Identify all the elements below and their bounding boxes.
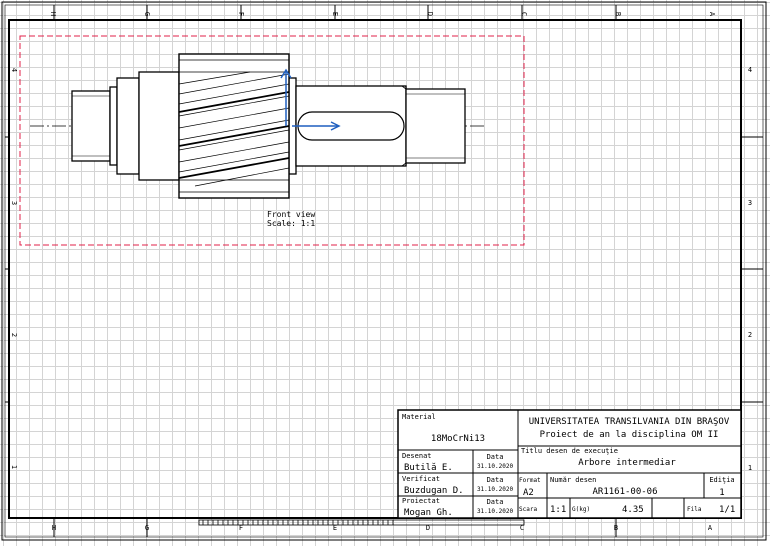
drawing-title: Arbore intermediar (578, 458, 676, 468)
designed-label: Proiectat (402, 497, 440, 505)
sheet-value: 1/1 (719, 505, 735, 515)
designed-by: Mogan Gh. (404, 508, 453, 518)
title-block[interactable]: Material 18MoCrNi13 UNIVERSITATEA TRANSI… (397, 409, 742, 519)
zone-letter-top: G (143, 12, 151, 16)
zone-letter-bottom: H (52, 524, 56, 532)
drawing-number-label: Număr desen (550, 476, 596, 484)
zone-letter-top: H (49, 12, 57, 16)
edition-label: Ediţia (709, 476, 734, 484)
drawn-date-label: Data (487, 453, 504, 461)
zone-letter-top: E (331, 12, 339, 16)
section-marker[interactable] (280, 68, 341, 131)
zone-number-left: 1 (10, 465, 18, 469)
edition-value: 1 (719, 488, 724, 498)
drawing-title-label: Titlu desen de execuţie (521, 447, 618, 455)
zone-letter-bottom: C (520, 524, 524, 532)
zone-strips (5, 5, 763, 537)
zone-number-left: 2 (10, 333, 18, 337)
zone-number-right: 3 (748, 199, 752, 207)
zone-labels-bottom: H G F E D C B A (52, 524, 713, 532)
bottom-ruler (198, 519, 525, 526)
zone-letter-top: D (426, 12, 434, 16)
material-label: Material (402, 413, 436, 421)
zone-letter-bottom: E (333, 524, 337, 532)
zone-numbers-right: 4 3 2 1 (748, 66, 752, 472)
zone-numbers-left: 4 3 2 1 (10, 68, 18, 469)
format-value: A2 (523, 488, 534, 498)
gear-teeth (178, 53, 290, 199)
format-label: Format (519, 477, 541, 484)
shaft-front-view[interactable] (30, 53, 486, 199)
zone-letter-top: A (708, 12, 716, 17)
scale-label: Scara (519, 506, 537, 513)
drawn-date: 31.10.2020 (477, 463, 514, 470)
view-frame[interactable] (19, 35, 525, 246)
project-name: Proiect de an la disciplina OM II (540, 430, 719, 440)
zone-letter-bottom: A (708, 524, 713, 532)
zone-letter-bottom: B (614, 524, 618, 532)
zone-letter-bottom: D (426, 524, 430, 532)
keyway (297, 111, 405, 141)
weight-label: G(kg) (572, 506, 590, 513)
zone-number-left: 4 (10, 68, 18, 72)
drawn-by: Butilă E. (404, 463, 453, 473)
checked-label: Verificat (402, 475, 440, 483)
drawing-number: AR1161-00-06 (592, 487, 657, 497)
zone-letter-top: B (614, 12, 622, 16)
material-value: 18MoCrNi13 (431, 434, 485, 444)
zone-number-right: 1 (748, 464, 752, 472)
zone-number-right: 4 (748, 66, 752, 74)
zone-letter-top: F (237, 12, 245, 16)
drawn-label: Desenat (402, 452, 432, 460)
zone-letter-bottom: F (239, 524, 243, 532)
checked-date-label: Data (487, 476, 504, 484)
designed-date-label: Data (487, 498, 504, 506)
scale-value: 1:1 (550, 505, 566, 515)
zone-letter-top: C (520, 12, 528, 16)
view-label: Front view (267, 210, 315, 219)
university-name: UNIVERSITATEA TRANSILVANIA DIN BRAŞOV (529, 417, 730, 427)
sheet-label: Fila (687, 506, 702, 513)
weight-value: 4.35 (622, 505, 644, 515)
zone-number-right: 2 (748, 331, 752, 339)
checked-by: Buzdugan D. (404, 486, 464, 496)
zone-number-left: 3 (10, 201, 18, 205)
zone-letter-bottom: G (145, 524, 149, 532)
zone-labels-top: H G F E D C B A (49, 12, 716, 17)
view-scale: Scale: 1:1 (267, 219, 315, 228)
checked-date: 31.10.2020 (477, 486, 514, 493)
designed-date: 31.10.2020 (477, 508, 514, 515)
